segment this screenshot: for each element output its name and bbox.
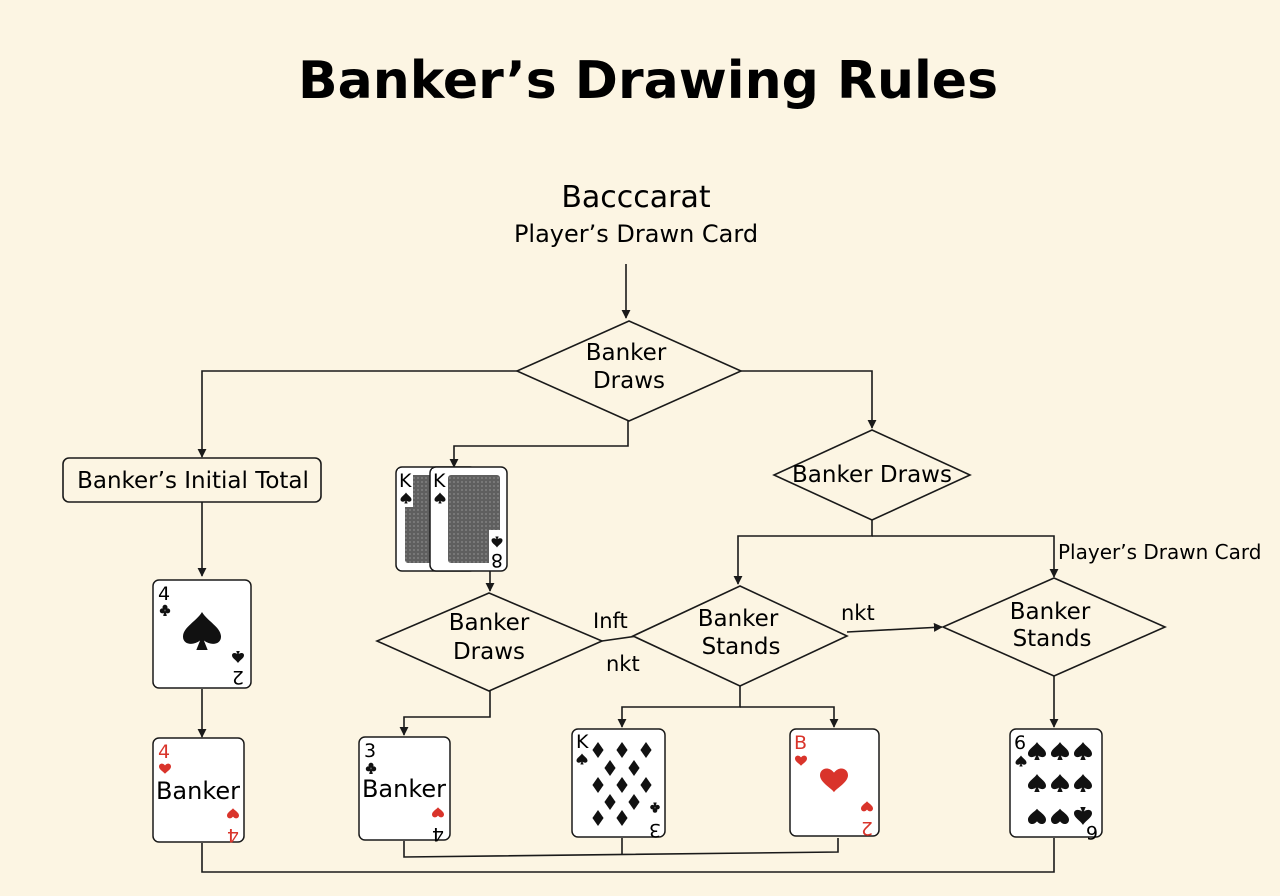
edge-right-to-far [872,535,1059,578]
edge-right-to-center [733,520,873,585]
process-initial-total: Banker’s Initial Total [62,457,322,503]
decision-far-right-line2: Stands [1013,626,1092,652]
game-title: Bacccarat [561,180,711,215]
decision-top-shape [515,320,743,422]
card-king-diamonds-rank: K [576,731,589,753]
decision-mid-shape [375,592,605,692]
card-three-banker-rank: 3 [364,740,376,762]
edge-bottom-bus-inner [403,838,839,858]
edge-top-to-cards [449,421,629,468]
decision-far-right: Banker Stands [941,577,1167,677]
edge-mid-to-three [399,691,491,736]
card-back-2: K 8 [429,466,508,572]
decision-mid-line2: Draws [453,639,525,665]
card-b-heart-corner: 2 [861,817,873,839]
card-six-spades-corner: 6 [1086,821,1098,843]
edge-label-inft: Inft [593,609,628,633]
card-four-spade-corner: 2 [232,666,244,688]
decision-right-shape [772,429,972,521]
card-three-banker-word: Banker [362,775,446,803]
edge-label-players-drawn-card: Player’s Drawn Card [1058,540,1261,564]
card-b-heart-rank: B [794,732,807,754]
card-b-heart: B 2 [789,728,880,839]
decision-right-label: Banker Draws [792,462,952,488]
decision-center-line2: Stands [702,634,781,660]
process-initial-total-shape [62,457,322,503]
card-six-spades: 6 6 [1009,728,1103,843]
card-king-diamonds: K 3 [571,728,666,841]
card-back-2-corner: 8 [491,549,503,571]
card-four-spade-rank: 4 [158,583,170,605]
card-three-banker: 3 Banker 4 [358,736,451,845]
connectors [197,264,1059,873]
header-subtitle: Player’s Drawn Card [514,220,758,248]
edge-bottom-bus [201,838,1055,873]
card-four-banker: 4 Banker 4 [152,737,245,846]
decision-top: Banker Draws [515,320,743,422]
card-pair: K K 8 [395,466,508,572]
decision-far-right-shape [941,577,1167,677]
card-four-banker-word: Banker [156,777,240,805]
card-six-spades-pips [1028,742,1092,825]
card-four-banker-rank: 4 [158,741,170,763]
edge-label-nkt-lower: nkt [606,652,640,676]
card-four-banker-corner: 4 [227,824,239,846]
edge-top-to-right [741,370,877,429]
process-initial-total-label: Banker’s Initial Total [77,468,309,494]
card-six-spades-rank: 6 [1014,732,1026,754]
decision-top-line2: Draws [593,368,665,394]
decision-far-right-line1: Banker [1010,599,1091,625]
card-back-1-rank: K [399,470,412,492]
card-king-diamonds-corner: 3 [649,819,661,841]
decision-center-line1: Banker [698,606,779,632]
edge-center-to-far [846,622,943,633]
decision-right: Banker Draws [772,429,972,521]
decision-top-line1: Banker [586,340,667,366]
card-four-spade: 4 2 [152,579,252,689]
decision-mid: Banker Draws [375,592,605,692]
edge-center-to-king [617,686,741,728]
edge-label-nkt-upper: nkt [841,601,875,625]
diagram-title: Banker’s Drawing Rules [298,51,998,111]
card-back-2-rank: K [433,470,446,492]
decision-center-shape [631,585,849,687]
card-three-banker-corner: 4 [432,823,444,845]
decision-center: Banker Stands [631,585,849,687]
edge-center-to-b [740,706,839,728]
decision-mid-line1: Banker [449,610,530,636]
edge-mid-to-center [601,635,638,642]
edge-top-to-initial [197,370,517,458]
